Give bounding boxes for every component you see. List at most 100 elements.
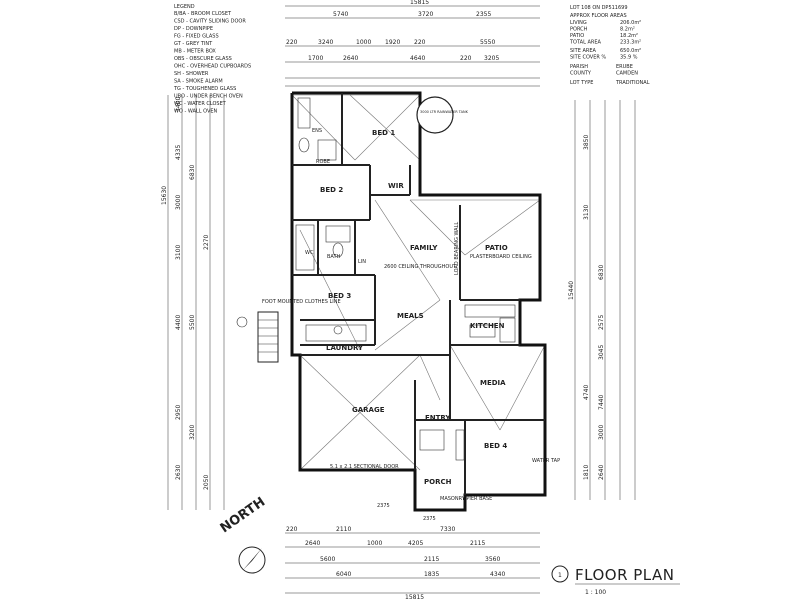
interior-walls [292, 93, 545, 495]
dim-top-overall: 15815 [410, 0, 429, 6]
dim-bot-r2-2: 4205 [408, 540, 423, 547]
dim-right: 15440 [568, 281, 575, 300]
room-ens: ENS [312, 128, 322, 134]
dim-bot-overall: 15815 [405, 594, 424, 600]
room-bed2: BED 2 [320, 186, 343, 194]
note-garage-door: 5.1 x 2.1 SECTIONAL DOOR [330, 464, 399, 470]
note-water-tap: WATER TAP [532, 458, 560, 464]
dim-left: 3400 [175, 97, 182, 112]
dim-right: 3130 [583, 205, 590, 220]
rainwater-tank-note: 3000 LTR RAINWATER TANK [420, 110, 469, 114]
roof-lines [291, 94, 546, 471]
lot-info: LOT 108 ON DP511699 APPROX FLOOR AREAS L… [569, 5, 650, 86]
drawing-title: 1 FLOOR PLAN 1 : 100 [551, 565, 680, 596]
clothes-line-note: FOOT MOUNTED CLOTHES LINE [262, 299, 341, 305]
north-arrow-icon [243, 548, 262, 570]
top-dimensions: 15815 5740 3720 2355 220 3240 1000 1920 … [285, 0, 540, 87]
area-label: PORCH [570, 27, 588, 33]
dim-right: 2575 [598, 315, 605, 330]
dim-left: 2950 [175, 405, 182, 420]
room-entry: ENTRY [425, 414, 451, 422]
site-label: SITE AREA [570, 48, 597, 54]
dim-right: 3045 [598, 345, 605, 360]
dim-top-r2-5: 5550 [480, 39, 495, 46]
legend-title: LEGEND [174, 4, 195, 10]
room-bed3: BED 3 [328, 292, 351, 300]
room-bed1: BED 1 [372, 129, 395, 137]
dim-right: 6830 [598, 265, 605, 280]
room-porch: PORCH [424, 478, 452, 486]
dim-top-r2-2: 1000 [356, 39, 371, 46]
parish-value: CAMDEN [616, 71, 638, 77]
legend: LEGEND B/BA - BROOM CLOSET CSD - CAVITY S… [173, 4, 251, 115]
dim-bot-r4-1: 1835 [424, 571, 439, 578]
dim-bot-r1-1: 2110 [336, 526, 351, 533]
dim-left: 6830 [189, 165, 196, 180]
dim-bot-r3-2: 3560 [485, 556, 500, 563]
plan-notes: 2600 CEILING THROUGHOUT LOAD BEARING WAL… [330, 222, 560, 522]
title-number: 1 [558, 572, 562, 579]
dim-top-r3-2: 4640 [410, 55, 425, 62]
title-text: FLOOR PLAN [575, 566, 674, 584]
legend-item: CSD - CAVITY SLIDING DOOR [174, 19, 246, 25]
dim-left: 4400 [175, 315, 182, 330]
dim-top-r3-1: 2640 [343, 55, 358, 62]
north-label: NORTH [218, 495, 268, 537]
title-scale: 1 : 100 [585, 589, 606, 596]
note-porch-width: 2375 [423, 516, 436, 522]
note-entry-width: 2375 [377, 503, 390, 509]
dim-top-r2-4: 220 [414, 39, 426, 46]
lot-type-label: LOT TYPE [570, 80, 593, 86]
room-kitchen: KITCHEN [470, 322, 505, 330]
area-label: PATIO [570, 33, 584, 39]
parish-label: PARISH [570, 64, 588, 70]
area-label: LIVING [570, 20, 587, 26]
dim-right: 2640 [598, 465, 605, 480]
site-value: 35.9 % [620, 55, 638, 61]
dim-bot-r3-0: 5600 [320, 556, 335, 563]
dim-top-r2-3: 1920 [385, 39, 400, 46]
dim-bot-r4-0: 6040 [336, 571, 351, 578]
dim-left: 4335 [175, 145, 182, 160]
dim-top-3: 2355 [476, 11, 491, 18]
dim-bot-r2-1: 1000 [367, 540, 382, 547]
legend-item: OBS - OBSCURE GLASS [174, 56, 232, 62]
dim-top-r3-4: 3205 [484, 55, 499, 62]
note-ceiling: 2600 CEILING THROUGHOUT [384, 264, 457, 270]
legend-item: B/BA - BROOM CLOSET [174, 11, 232, 17]
lot-line: LOT 108 ON DP511699 [570, 5, 628, 11]
dim-bot-r2-0: 2640 [305, 540, 320, 547]
dim-right: 1810 [583, 465, 590, 480]
room-labels: BED 1 BED 2 WIR BED 3 FAMILY PATIO MEALS… [305, 128, 508, 486]
dim-left: 3100 [175, 245, 182, 260]
legend-item: GT - GREY TINT [174, 41, 213, 47]
dim-right: 7440 [598, 395, 605, 410]
left-dimensions: 1563034004335300031004400295026306830550… [161, 95, 225, 510]
note-patio-ceiling: PLASTERBOARD CEILING [470, 254, 532, 260]
lot-type-value: TRADITIONAL [615, 80, 650, 86]
dim-right: 3850 [583, 135, 590, 150]
room-wc: WC [305, 250, 314, 256]
legend-item: TG - TOUGHENED GLASS [173, 86, 236, 92]
dim-bot-r4-2: 4340 [490, 571, 505, 578]
dim-top-1: 5740 [333, 11, 348, 18]
north-compass: NORTH [218, 495, 268, 574]
dim-bot-r2-3: 2115 [470, 540, 485, 547]
area-value: 206.0m² [620, 20, 641, 26]
room-family: FAMILY [410, 244, 438, 252]
area-value: 18.2m² [620, 33, 638, 39]
dim-left: 2270 [203, 235, 210, 250]
side-stairs: FOOT MOUNTED CLOTHES LINE [236, 299, 341, 363]
area-value: 233.3m² [620, 40, 641, 46]
room-wir: WIR [388, 182, 404, 190]
dim-top-2: 3720 [418, 11, 433, 18]
dim-left: 3000 [175, 195, 182, 210]
legend-item: SA - SMOKE ALARM [174, 79, 223, 85]
dim-left: 15630 [161, 186, 168, 205]
exterior-walls [290, 91, 547, 512]
legend-item: MB - METER BOX [174, 49, 216, 55]
fixtures [295, 97, 516, 461]
legend-item: UBO - UNDER BENCH OVEN [174, 94, 243, 100]
house-structure: 3000 LTR RAINWATER TANK FOOT MOUNTED CLO… [236, 91, 560, 522]
